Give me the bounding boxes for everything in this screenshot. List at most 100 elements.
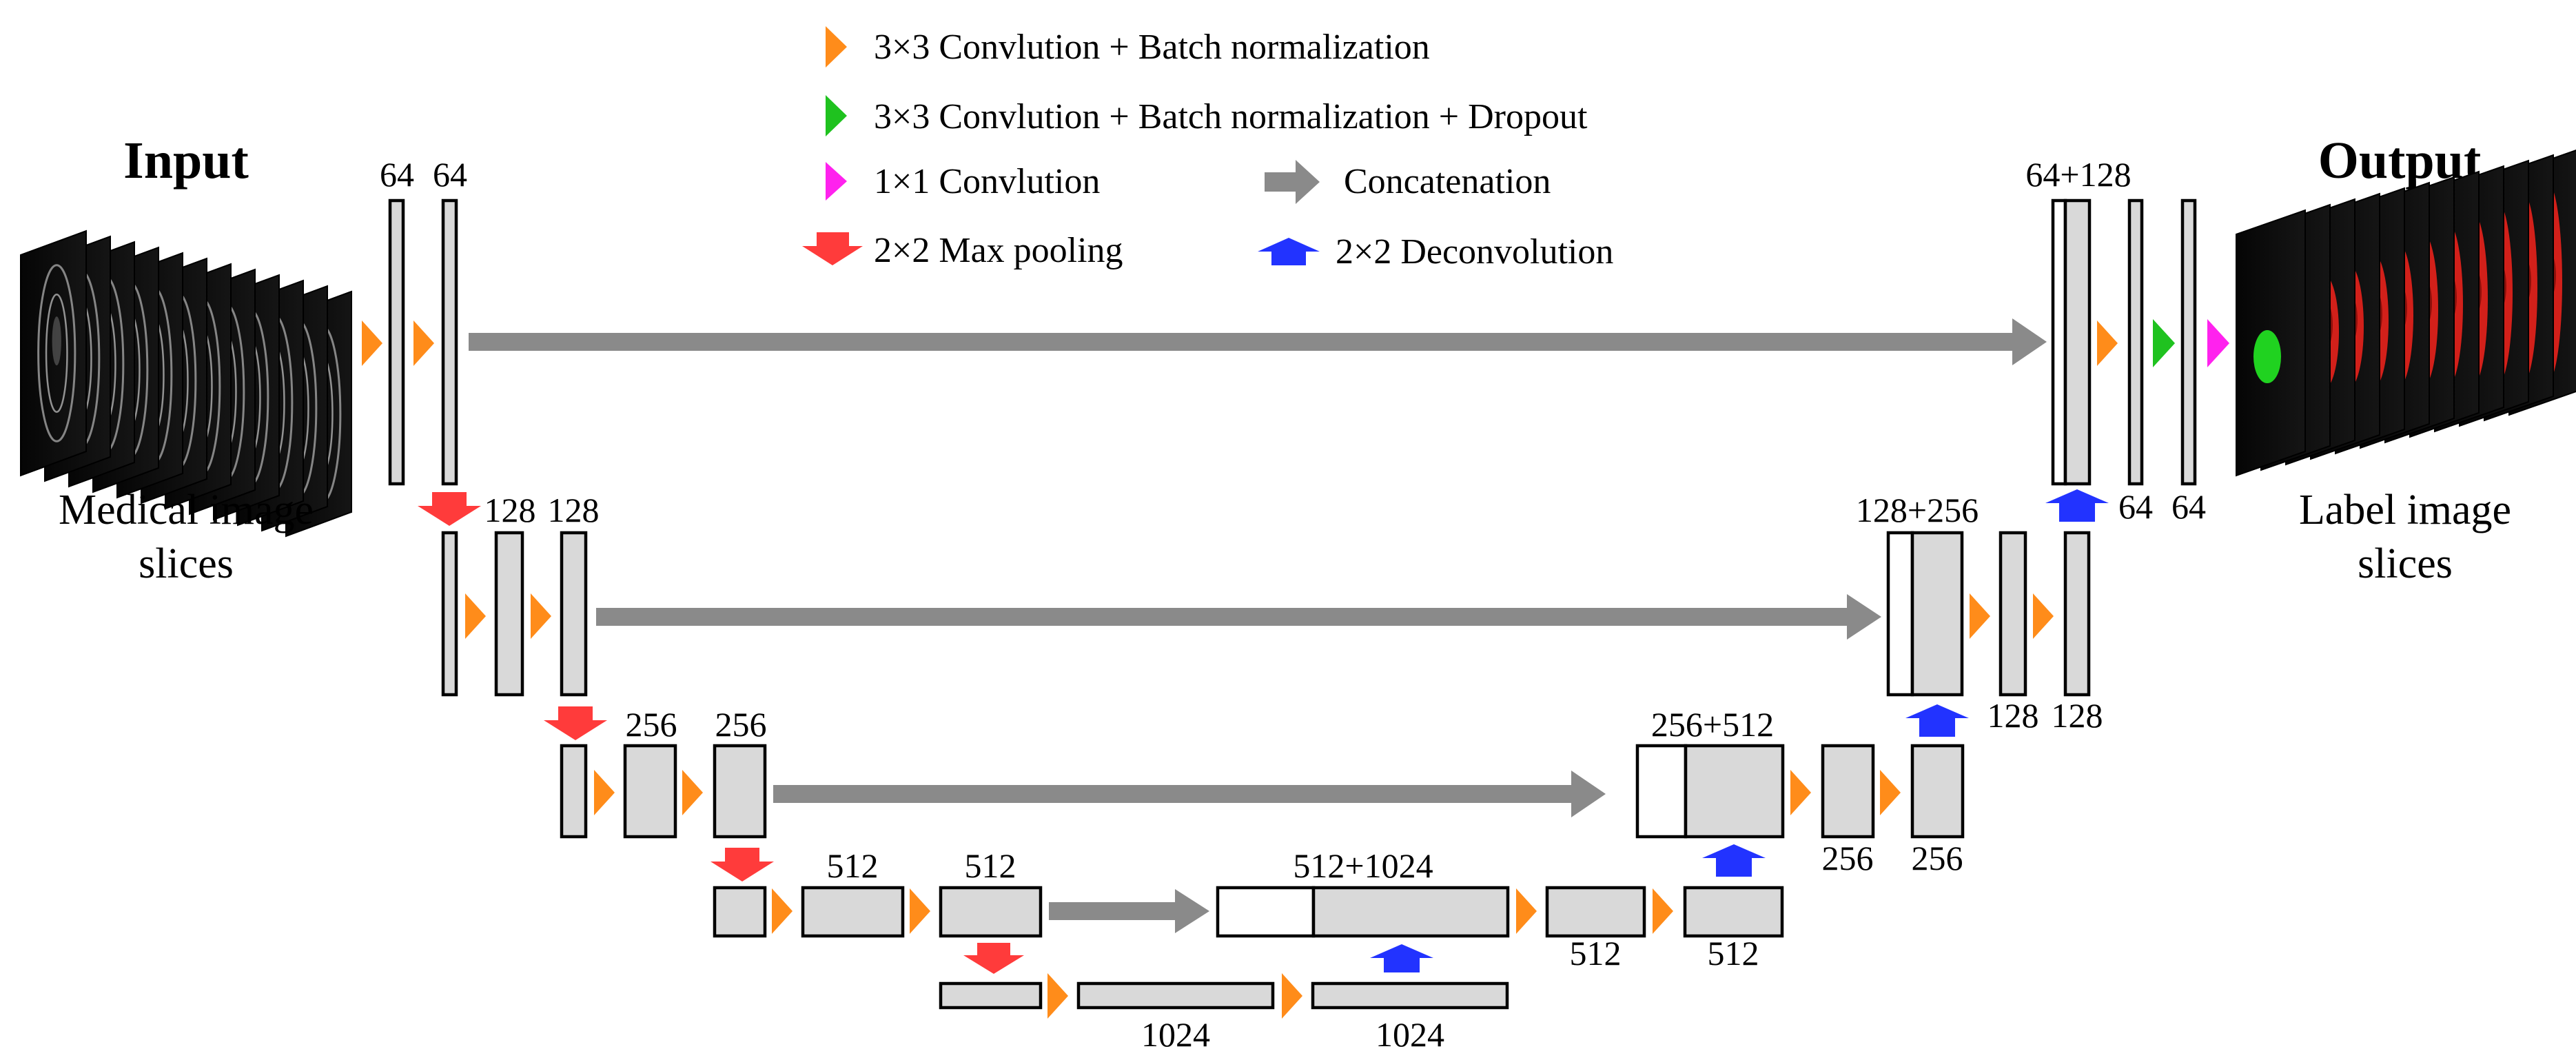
- feature-map-enc2-a: [494, 531, 524, 697]
- conv-bn-dropout-arrow: [2153, 319, 2175, 367]
- dec3-concat-label: 256+512: [1651, 705, 1774, 744]
- legend-item-conv1x1: 1×1 Convlution: [826, 162, 1100, 201]
- dec1-concat-label: 64+128: [2025, 155, 2131, 194]
- legend-item-deconv: 2×2 Deconvolution: [1258, 232, 1613, 272]
- legend-deconv-label: 2×2 Deconvolution: [1336, 232, 1613, 272]
- mri-slice: [20, 230, 87, 477]
- feature-map-dec3-a: [1821, 744, 1875, 839]
- feature-map-dec1-a: [2127, 198, 2144, 486]
- feature-map-enc2-b: [560, 531, 588, 697]
- feature-map-bottom-in: [939, 981, 1043, 1010]
- conv-bn-arrow: [1790, 770, 1811, 815]
- conv-bn-arrow: [1653, 888, 1673, 934]
- dec1-a-label: 64: [2118, 487, 2153, 526]
- dec1-b-label: 64: [2171, 487, 2206, 526]
- input-caption-line1: Medical image: [59, 487, 314, 533]
- feature-map-enc3-in: [560, 744, 588, 839]
- feature-map-enc4-b: [939, 886, 1043, 938]
- conv-bn-arrow: [1880, 770, 1901, 815]
- concat-block-dec3-skip: [1635, 744, 1688, 839]
- concat-block-dec4-skip: [1216, 886, 1316, 938]
- conv-bn-arrow: [465, 593, 486, 639]
- legend-item-concat: Concatenation: [1265, 160, 1551, 204]
- label-slice: [2236, 209, 2306, 477]
- legend-conv-bn-label: 3×3 Convlution + Batch normalization: [874, 28, 1430, 67]
- maxpool-arrow-1: [418, 492, 481, 526]
- concat-block-dec3-up: [1684, 744, 1785, 839]
- feature-map-bottom-b: [1311, 981, 1509, 1010]
- dec4-a-label: 512: [1570, 934, 1622, 972]
- concat-block-dec2-up: [1910, 531, 1964, 697]
- enc1-b-label: 64: [433, 155, 467, 194]
- orange-triangle-icon: [826, 26, 847, 68]
- legend-item-conv-bn-dropout: 3×3 Convlution + Batch normalization + D…: [826, 95, 1588, 136]
- concat-block-dec1-up: [2063, 198, 2092, 486]
- conv-bn-arrow: [362, 320, 382, 366]
- dec4-b-label: 512: [1708, 934, 1759, 972]
- conv-bn-arrow: [594, 770, 615, 815]
- dec3-b-label: 256: [1912, 839, 1963, 877]
- maxpool-arrow-4: [963, 943, 1024, 974]
- skip-connection-arrow-3: [773, 771, 1606, 817]
- concat-block-dec1-skip: [2051, 198, 2067, 486]
- conv-bn-arrow: [2033, 593, 2054, 639]
- red-down-arrow-icon: [802, 232, 863, 265]
- input-caption-line2: slices: [139, 540, 234, 587]
- conv-bn-arrow: [2097, 320, 2118, 366]
- enc1-a-label: 64: [380, 155, 414, 194]
- enc4-b-label: 512: [965, 846, 1016, 885]
- skip-connection-arrow-1: [469, 318, 2047, 365]
- output-label-stack: [2236, 149, 2576, 477]
- dec2-b-label: 128: [2052, 696, 2103, 735]
- dec2-a-label: 128: [1987, 696, 2039, 735]
- conv-bn-arrow: [910, 888, 930, 934]
- conv-bn-arrow: [1516, 888, 1537, 934]
- bottom-b-label: 1024: [1376, 1015, 1444, 1054]
- deconv-arrow-1: [2045, 489, 2109, 522]
- enc2-a-label: 128: [484, 491, 536, 529]
- feature-map-enc3-a: [623, 744, 677, 839]
- input-image-stack: [20, 230, 352, 538]
- feature-map-dec4-b: [1683, 886, 1784, 938]
- concat-block-dec4-up: [1311, 886, 1510, 938]
- enc3-b-label: 256: [715, 705, 767, 744]
- deconv-arrow-2: [1905, 704, 1969, 737]
- conv1x1-arrow: [2207, 319, 2229, 367]
- legend-item-maxpool: 2×2 Max pooling: [802, 231, 1123, 270]
- legend-concat-label: Concatenation: [1344, 162, 1551, 201]
- conv-bn-arrow: [772, 888, 793, 934]
- conv-bn-arrow: [1970, 593, 1990, 639]
- legend-item-conv-bn: 3×3 Convlution + Batch normalization: [826, 26, 1430, 68]
- feature-map-bottom-a: [1076, 981, 1275, 1010]
- feature-map-dec3-b: [1910, 744, 1965, 839]
- green-triangle-icon: [826, 95, 847, 136]
- legend: 3×3 Convlution + Batch normalization 3×3…: [802, 26, 1613, 272]
- feature-map-enc4-in: [713, 886, 767, 938]
- conv-bn-arrow: [682, 770, 703, 815]
- conv-bn-arrow: [1047, 973, 1068, 1019]
- enc2-b-label: 128: [548, 491, 600, 529]
- magenta-triangle-icon: [826, 162, 847, 201]
- skip-connection-arrow-2: [596, 594, 1881, 640]
- dec4-concat-label: 512+1024: [1293, 846, 1433, 885]
- enc3-a-label: 256: [626, 705, 677, 744]
- concat-block-dec2-skip: [1886, 531, 1914, 697]
- feature-map-dec4-a: [1545, 886, 1646, 938]
- conv-bn-arrow: [1282, 973, 1302, 1019]
- feature-map-enc1-b: [441, 198, 458, 486]
- output-caption-line1: Label image: [2299, 487, 2511, 533]
- blue-up-arrow-icon: [1258, 238, 1320, 265]
- feature-map-enc3-b: [713, 744, 767, 839]
- maxpool-arrow-3: [711, 848, 774, 881]
- feature-map-enc4-a: [801, 886, 905, 938]
- conv-bn-arrow: [531, 593, 551, 639]
- maxpool-arrow-2: [544, 706, 607, 740]
- dec2-concat-label: 128+256: [1856, 491, 1979, 529]
- legend-maxpool-label: 2×2 Max pooling: [874, 231, 1123, 270]
- feature-map-dec2-a: [1999, 531, 2027, 697]
- dec3-a-label: 256: [1822, 839, 1874, 877]
- deconv-arrow-4: [1370, 944, 1433, 972]
- conv-bn-arrow: [413, 320, 434, 366]
- input-title: Input: [123, 132, 249, 190]
